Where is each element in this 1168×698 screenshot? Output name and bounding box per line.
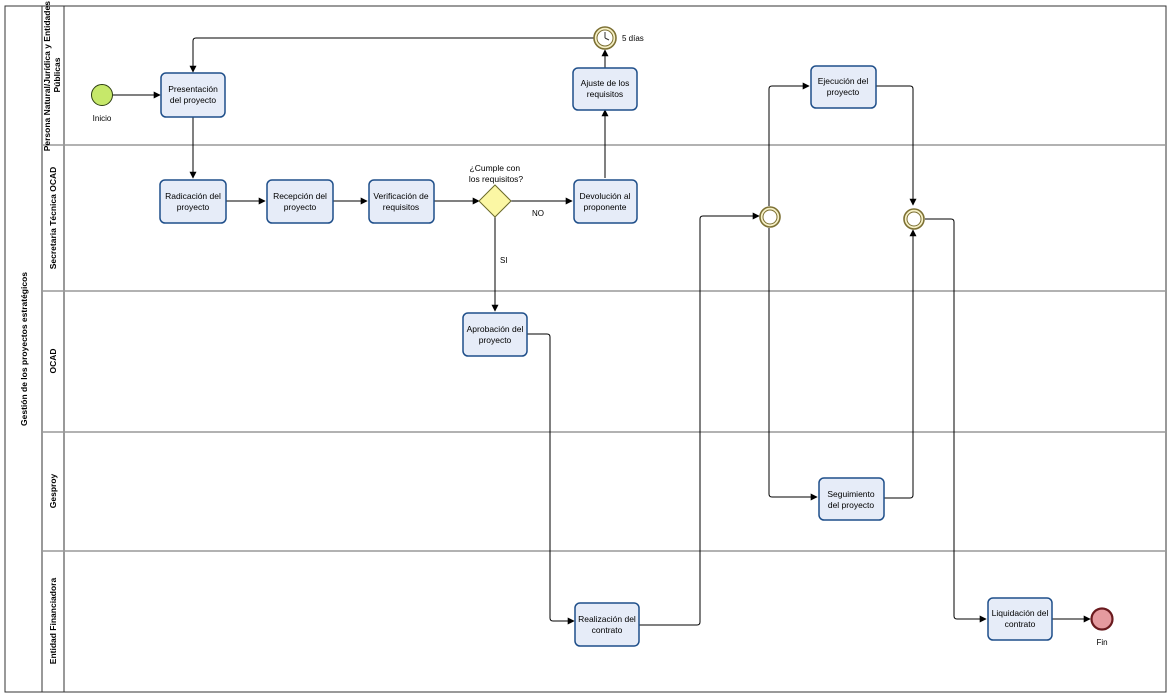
lane-title-entidad: Entidad Financiadora xyxy=(48,578,58,665)
flow-split-seguimiento xyxy=(768,228,818,501)
flow-split-ejecucion xyxy=(768,82,810,206)
pool-title: Gestión de los proyectos estratégicos xyxy=(19,272,29,426)
flow-join-liquidacion xyxy=(925,218,987,623)
flow-timer-presentacion xyxy=(189,37,594,73)
start-event xyxy=(91,84,113,106)
flow-aprobacion-realizacion xyxy=(527,333,575,625)
parallel-split-event xyxy=(759,206,781,228)
parallel-join-event xyxy=(903,208,925,230)
gateway-question: ¿Cumple con los requisitos? xyxy=(469,163,524,184)
sequence-flows xyxy=(113,37,1091,626)
start-event-label: Inicio xyxy=(93,114,112,123)
pool: Gestión de los proyectos estratégicos xyxy=(4,5,1167,693)
end-event-label: Fin xyxy=(1096,638,1107,647)
lane-title-ocad: OCAD xyxy=(48,348,58,373)
end-event xyxy=(1090,607,1114,631)
timer-event xyxy=(593,26,617,50)
gateway-yes-label: SI xyxy=(500,256,508,265)
flow-ejecucion-join xyxy=(876,85,917,206)
decision-gateway xyxy=(478,184,512,218)
flow-realizacion-split xyxy=(639,212,760,626)
timer-event-label: 5 días xyxy=(622,34,644,43)
lane-title-gesproy: Gesproy xyxy=(48,473,58,508)
flow-seguimiento-join xyxy=(884,229,917,499)
lane-title-secretaria: Secretaria Técnica OCAD xyxy=(48,167,58,270)
lane-title-persona: Persona Natural/Jurídica y Entidades Púb… xyxy=(42,0,62,151)
gateway-no-label: NO xyxy=(532,209,544,218)
lane-separators xyxy=(42,144,1166,552)
